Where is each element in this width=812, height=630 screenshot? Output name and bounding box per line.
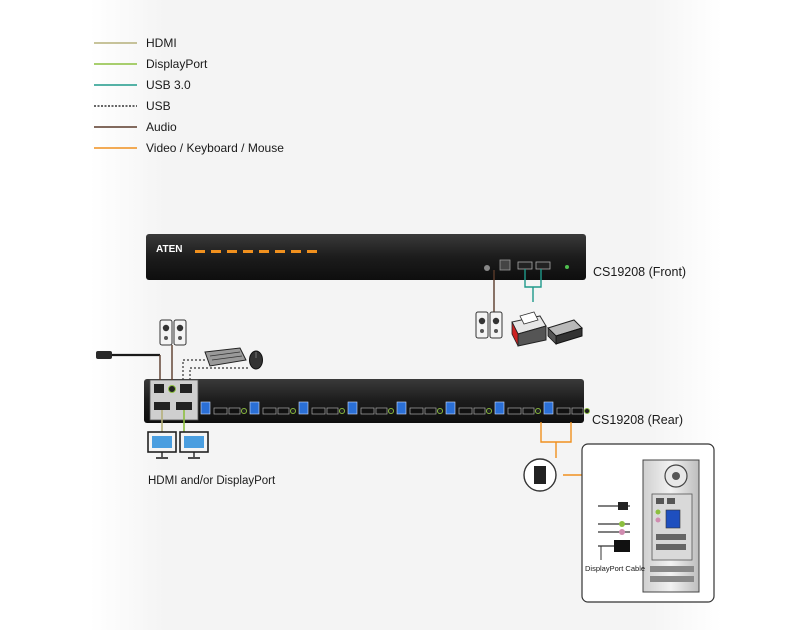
rear-usb3-port-4	[347, 401, 358, 415]
keyboard-icon	[204, 347, 247, 367]
front-mic-jack	[499, 259, 511, 271]
console-caption: HDMI and/or DisplayPort	[148, 475, 276, 487]
scanner-icon	[547, 319, 583, 345]
legend-label-0: HDMI	[146, 36, 177, 50]
rear-panel-body	[144, 379, 584, 423]
rear-audio-jack-1	[240, 407, 248, 415]
computer-caption: DisplayPort Cable	[585, 564, 645, 573]
rear-usb3-port-2	[249, 401, 260, 415]
rear-usb3-port-7	[494, 401, 505, 415]
rear-dp-port-1	[228, 407, 241, 415]
brand-logo: ATEN	[156, 244, 182, 255]
rear-port-groups	[200, 401, 591, 415]
rear-hdmi-port-5	[409, 407, 424, 415]
mouse-usb-line	[189, 367, 250, 380]
legend-label-2: USB 3.0	[146, 78, 191, 92]
device-rear: CS19208 (Rear)	[144, 379, 683, 427]
computer-connections	[523, 422, 582, 492]
console-speakers-icon	[159, 319, 187, 346]
port-led-2	[211, 250, 221, 253]
rear-dp-port-6	[473, 407, 486, 415]
printer-icon	[511, 311, 547, 347]
console-kb-port	[180, 384, 192, 393]
front-audio-jack	[484, 265, 490, 271]
port-led-4	[243, 250, 253, 253]
rear-hdmi-port-7	[507, 407, 522, 415]
front-usb-port-2	[535, 261, 551, 270]
rear-audio-jack-6	[485, 407, 493, 415]
kvm-cable-connector-icon	[534, 466, 546, 484]
rear-hdmi-port-8	[556, 407, 571, 415]
legend-label-4: Audio	[146, 120, 177, 134]
rear-hdmi-port-2	[262, 407, 277, 415]
rear-usb3-port-5	[396, 401, 407, 415]
rear-hdmi-port-6	[458, 407, 473, 415]
legend-label-3: USB	[146, 99, 171, 113]
rear-usb3-port-3	[298, 401, 309, 415]
console-hdmi-port	[154, 402, 170, 410]
console-connections	[96, 345, 250, 432]
console-usb-port	[154, 384, 164, 393]
device-front: ATEN CS19208 (Front)	[146, 234, 686, 280]
rear-dp-port-8	[571, 407, 584, 415]
front-label: CS19208 (Front)	[593, 265, 686, 279]
rear-dp-port-2	[277, 407, 290, 415]
legend-label-5: Video / Keyboard / Mouse	[146, 141, 284, 155]
audio-plug-icon	[96, 351, 112, 359]
port-led-1	[195, 250, 205, 253]
rear-dp-port-3	[326, 407, 339, 415]
port-led-3	[227, 250, 237, 253]
rear-usb3-port-6	[445, 401, 456, 415]
rear-audio-jack-7	[534, 407, 542, 415]
monitor-icon-2	[179, 431, 209, 459]
rear-hdmi-port-4	[360, 407, 375, 415]
monitor-icon-1	[147, 431, 177, 459]
front-panel-body	[146, 234, 586, 280]
rear-hdmi-port-3	[311, 407, 326, 415]
port-led-7	[291, 250, 301, 253]
rear-audio-jack-8	[583, 407, 591, 415]
legend-label-1: DisplayPort	[146, 57, 208, 71]
rear-usb3-port-8	[543, 401, 554, 415]
rear-dp-port-4	[375, 407, 388, 415]
console-audio-jack	[168, 385, 176, 393]
rear-dp-port-5	[424, 407, 437, 415]
rear-audio-jack-4	[387, 407, 395, 415]
front-connections	[493, 269, 542, 312]
mouse-icon	[249, 350, 263, 370]
port-led-5	[259, 250, 269, 253]
rear-usb3-port-1	[200, 401, 211, 415]
port-leds	[195, 250, 317, 253]
rear-dp-port-7	[522, 407, 535, 415]
rear-audio-jack-5	[436, 407, 444, 415]
rear-hdmi-port-1	[213, 407, 228, 415]
computer-box: DisplayPort Cable	[581, 443, 715, 603]
pc-dp-port	[665, 509, 681, 529]
keyboard-usb-line	[182, 359, 205, 380]
power-led	[565, 265, 569, 269]
front-speakers-icon	[475, 311, 503, 339]
console-dp-port	[176, 402, 192, 410]
port-led-8	[307, 250, 317, 253]
front-usb-port-1	[517, 261, 533, 270]
rear-audio-jack-3	[338, 407, 346, 415]
port-led-6	[275, 250, 285, 253]
rear-audio-jack-2	[289, 407, 297, 415]
rear-label: CS19208 (Rear)	[592, 413, 683, 427]
